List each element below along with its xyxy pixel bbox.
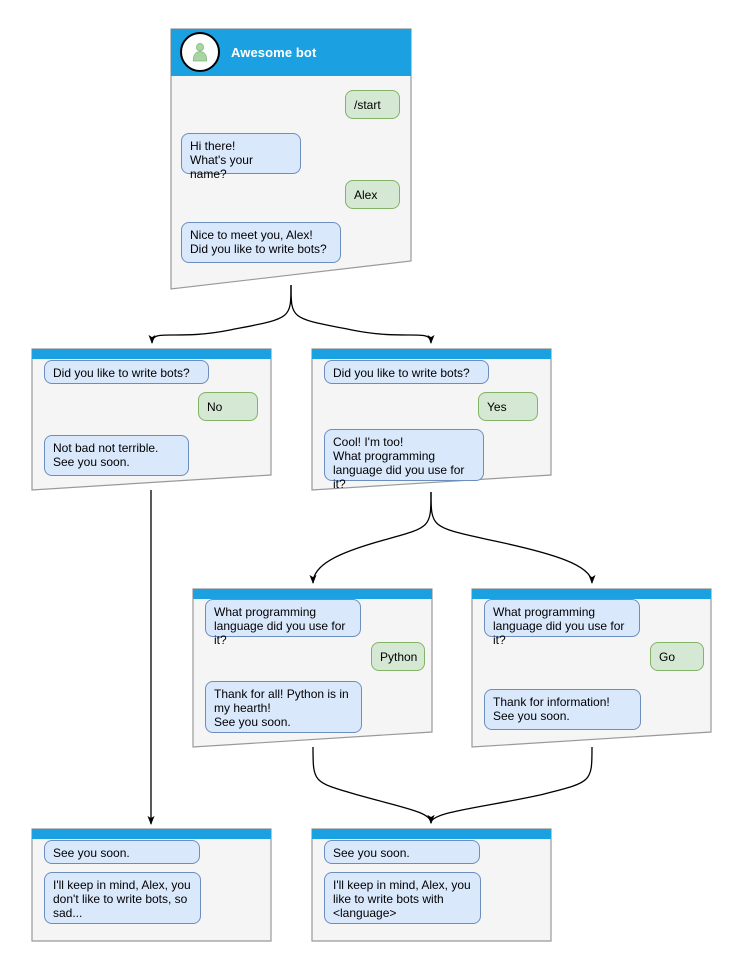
node-no-branch[interactable]: Did you like to write bots? No Not bad n…	[31, 348, 272, 491]
node-no-branch-content: Did you like to write bots? No Not bad n…	[31, 348, 272, 491]
bubble-bot-thank-information: Thank for information! See you soon.	[484, 689, 641, 730]
bubble-bot-see-you-soon-yes: See you soon.	[324, 840, 480, 864]
node-yes-branch[interactable]: Did you like to write bots? Yes Cool! I'…	[311, 348, 552, 491]
node-go-branch-content: What programming language did you use fo…	[471, 588, 712, 748]
bubble-bot-question-bots-no: Did you like to write bots?	[44, 360, 209, 384]
node-end-yes[interactable]: See you soon. I'll keep in mind, Alex, y…	[311, 828, 552, 942]
edge-yes-to-go	[430, 491, 596, 585]
edge-python-to-end-yes	[312, 746, 435, 825]
edge-start-to-no	[148, 284, 292, 345]
bubble-user-start-command: /start	[345, 90, 400, 119]
bubble-user-yes: Yes	[478, 392, 538, 421]
edge-go-to-end-yes	[427, 746, 593, 825]
bubble-bot-question-language-go: What programming language did you use fo…	[484, 599, 640, 647]
bubble-bot-see-you-soon-no: See you soon.	[44, 840, 200, 864]
node-python-branch-content: What programming language did you use fo…	[192, 588, 433, 748]
node-start-content: Awesome bot /start Hi there! What's your…	[170, 28, 412, 290]
person-glyph-icon	[192, 43, 208, 62]
node-start[interactable]: Awesome bot /start Hi there! What's your…	[170, 28, 412, 290]
bubble-bot-question-bots-yes: Did you like to write bots?	[324, 360, 489, 384]
bubble-bot-not-bad: Not bad not terrible. See you soon.	[44, 435, 189, 476]
node-end-yes-content: See you soon. I'll keep in mind, Alex, y…	[311, 828, 552, 942]
bubble-user-no: No	[198, 392, 258, 421]
bubble-bot-nice-to-meet: Nice to meet you, Alex! Did you like to …	[181, 222, 341, 263]
edge-yes-to-python	[309, 491, 432, 585]
bubble-bot-question-language-python: What programming language did you use fo…	[205, 599, 361, 647]
node-yes-branch-content: Did you like to write bots? Yes Cool! I'…	[311, 348, 552, 491]
bubble-bot-thank-python: Thank for all! Python is in my hearth! S…	[205, 681, 362, 733]
bubble-bot-keep-in-mind-no: I'll keep in mind, Alex, you don't like …	[44, 872, 201, 924]
node-python-branch[interactable]: What programming language did you use fo…	[192, 588, 433, 748]
edge-start-to-yes	[290, 284, 435, 345]
person-avatar-icon	[180, 32, 220, 72]
node-start-header: Awesome bot	[170, 28, 412, 76]
node-go-branch[interactable]: What programming language did you use fo…	[471, 588, 712, 748]
node-start-title: Awesome bot	[231, 44, 317, 60]
bubble-user-name: Alex	[345, 180, 400, 209]
node-end-no-content: See you soon. I'll keep in mind, Alex, y…	[31, 828, 272, 942]
bubble-bot-cool-im-too: Cool! I'm too! What programming language…	[324, 429, 484, 491]
bubble-user-go: Go	[650, 642, 704, 671]
bubble-bot-keep-in-mind-yes: I'll keep in mind, Alex, you like to wri…	[324, 872, 481, 924]
bubble-user-python: Python	[371, 642, 425, 671]
node-end-no[interactable]: See you soon. I'll keep in mind, Alex, y…	[31, 828, 272, 942]
bubble-bot-greeting: Hi there! What's your name?	[181, 133, 301, 181]
